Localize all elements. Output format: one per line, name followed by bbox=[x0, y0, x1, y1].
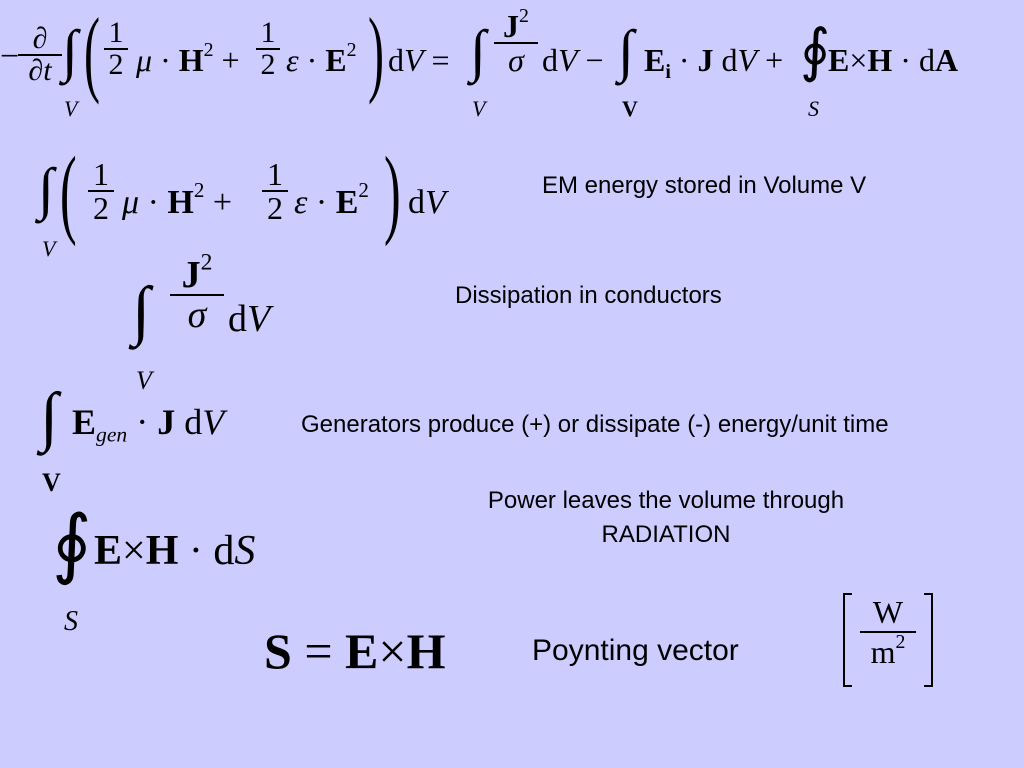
integral-subscript-v: V bbox=[42, 236, 56, 261]
unit-exponent: 2 bbox=[895, 631, 906, 654]
eps-e-squared: ε · E2 bbox=[286, 39, 357, 78]
volume-integral-icon: ∫ bbox=[38, 156, 54, 221]
minus-sign: − bbox=[0, 38, 20, 75]
radiation-label-line1: Power leaves the volume through bbox=[487, 487, 845, 514]
dv-equals: dV = bbox=[388, 42, 450, 78]
e-cross-h-da: E×H · dA bbox=[828, 42, 959, 78]
dv: dV bbox=[408, 184, 446, 221]
integral-subscript-v-bold: V bbox=[42, 468, 61, 497]
volume-integral-icon: ∫ bbox=[470, 18, 486, 83]
volume-integral-icon: ∫ bbox=[62, 18, 78, 83]
surface-integral-icon: ∮ bbox=[52, 502, 92, 586]
dv: dV bbox=[228, 298, 271, 340]
right-paren: ) bbox=[384, 136, 401, 247]
volume-integral-icon: ∫ bbox=[40, 380, 59, 453]
watts-per-m2: W m2 bbox=[860, 596, 916, 668]
integral-subscript-v-bold: V bbox=[622, 96, 638, 121]
left-paren: ( bbox=[84, 0, 100, 105]
volume-integral-icon: ∫ bbox=[132, 274, 151, 347]
poynting-definition: S = E×H bbox=[264, 623, 446, 679]
stored-energy-label: EM energy stored in Volume V bbox=[542, 172, 867, 199]
mu-h-squared: μ · H2 + bbox=[122, 178, 233, 221]
egen-dot-j: Egen · J dV bbox=[72, 402, 225, 447]
e-cross-h-ds: E×H · dS bbox=[94, 528, 256, 574]
integral-subscript-v: V bbox=[136, 366, 152, 395]
unit-denominator: m bbox=[870, 634, 896, 670]
radiation-label: Power leaves the volume through RADIATIO… bbox=[440, 484, 892, 551]
integral-subscript-s: S bbox=[64, 606, 78, 637]
generators-label: Generators produce (+) or dissipate (-) … bbox=[301, 411, 889, 438]
right-paren: ) bbox=[368, 0, 384, 105]
volume-integral-icon: ∫ bbox=[618, 18, 634, 83]
mu-h-squared: μ · H2 + bbox=[136, 39, 240, 78]
unit-numerator: W bbox=[872, 594, 904, 630]
partial-time-derivative: ∂ ∂t bbox=[18, 24, 62, 86]
poynting-label: Poynting vector bbox=[532, 634, 739, 667]
radiation-label-line2: RADIATION bbox=[601, 520, 731, 548]
surface-integral-icon: ∮ bbox=[800, 18, 831, 83]
dv-minus: dV − bbox=[542, 42, 604, 78]
unit-bracket-lines bbox=[843, 593, 933, 687]
eps-e-squared: ε · E2 bbox=[294, 178, 369, 221]
left-paren: ( bbox=[60, 136, 77, 247]
dissipation-label: Dissipation in conductors bbox=[455, 282, 722, 309]
ei-dot-j: Ei · J dV + bbox=[644, 42, 784, 83]
integral-subscript-v: V bbox=[64, 96, 78, 121]
integral-subscript-s: S bbox=[808, 96, 819, 121]
integral-subscript-v: V bbox=[472, 96, 486, 121]
